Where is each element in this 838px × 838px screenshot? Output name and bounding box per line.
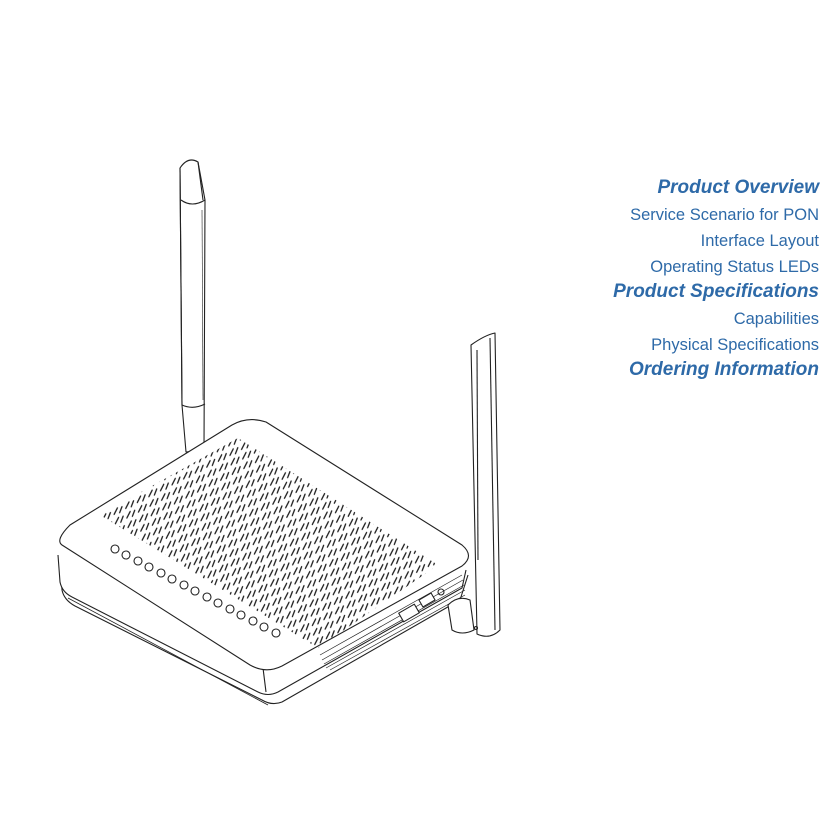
toc-interface-layout[interactable]: Interface Layout: [700, 232, 819, 250]
toc-product-overview[interactable]: Product Overview: [657, 177, 819, 198]
router-body: [57, 419, 470, 706]
toc-service-scenario-for-pon[interactable]: Service Scenario for PON: [630, 206, 819, 224]
left-antenna: [179, 159, 206, 453]
toc-capabilities[interactable]: Capabilities: [733, 310, 819, 328]
right-antenna: [447, 332, 501, 637]
table-of-contents: Product Overview Service Scenario for PO…: [613, 176, 819, 384]
toc-operating-status-leds[interactable]: Operating Status LEDs: [650, 258, 819, 276]
led-row: [110, 544, 281, 638]
toc-ordering-information[interactable]: Ordering Information: [629, 359, 819, 380]
toc-product-specifications[interactable]: Product Specifications: [613, 281, 819, 302]
toc-physical-specifications[interactable]: Physical Specifications: [651, 336, 819, 354]
